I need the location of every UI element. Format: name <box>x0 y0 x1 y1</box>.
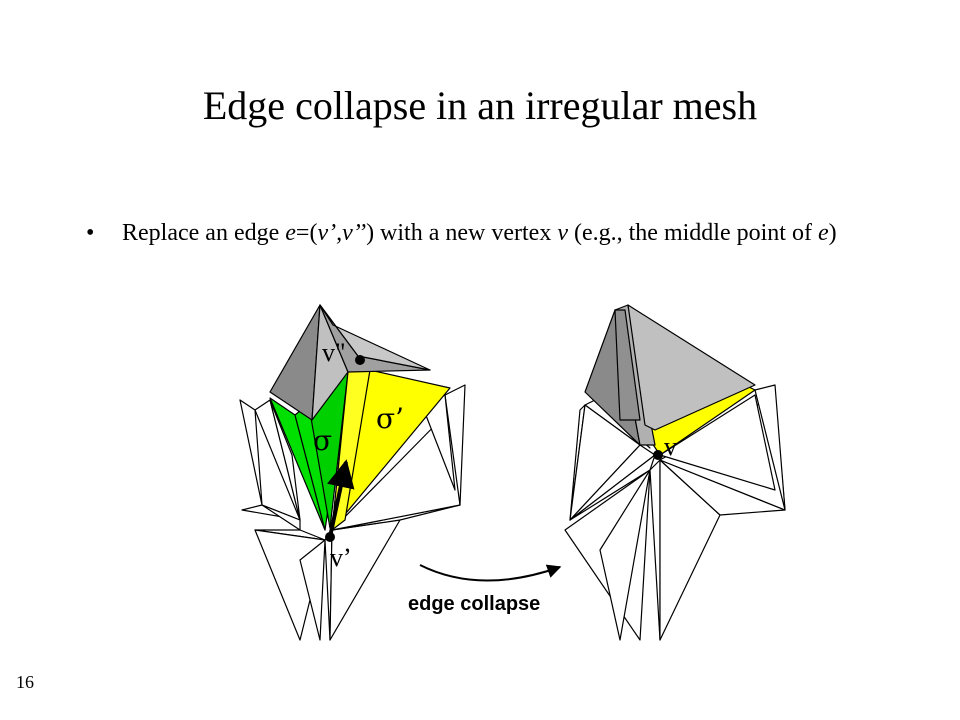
bullet-text-italic: e <box>817 220 829 246</box>
mesh-face <box>599 469 651 641</box>
bullet-text: Replace an edge e=(v’,v’’) with a new ve… <box>122 218 862 249</box>
mesh-face <box>261 504 301 531</box>
mesh-face <box>299 539 326 641</box>
top-face-light <box>627 304 756 431</box>
bullet-dot-icon: • <box>86 220 95 246</box>
mesh-face <box>329 519 401 641</box>
top-face-mid <box>614 309 641 421</box>
bullet-text-part: ) with a new vertex <box>366 220 558 246</box>
mesh-face <box>269 399 301 521</box>
mesh-after <box>564 304 786 641</box>
label-v-prime: v’ <box>330 543 352 572</box>
vertex-v-new <box>653 450 663 460</box>
slide-title: Edge collapse in an irregular mesh <box>202 83 758 128</box>
bullet-text-italic: v’,v’’ <box>317 220 367 246</box>
top-face-light <box>319 304 431 371</box>
label-v-double-prime: v" <box>322 338 346 367</box>
mesh-face <box>659 394 776 491</box>
mesh-face <box>649 459 661 641</box>
label-sigma: σ <box>313 424 332 457</box>
collapse-edge-arrow <box>327 459 355 538</box>
mesh-before <box>239 304 466 641</box>
label-sigma-prime: σ’ <box>376 402 404 435</box>
mesh-face <box>444 384 466 506</box>
bullet-text-part: =( <box>295 220 318 246</box>
edge-collapse-diagram: v" σ σ’ v’ edge collapse v <box>239 304 786 641</box>
mesh-face <box>239 399 263 506</box>
bullet-text-italic: v <box>557 220 568 246</box>
bullet-text-italic: e <box>285 220 296 246</box>
page-number: 16 <box>16 672 34 692</box>
bullet-text-part: (e.g., the middle point of <box>567 220 818 246</box>
bullet-text-part: Replace an edge <box>122 220 286 246</box>
arrow-caption: edge collapse <box>408 593 540 615</box>
mesh-face <box>569 454 656 521</box>
bullet-text-part: ) <box>828 220 837 246</box>
curved-arrow-icon <box>419 564 562 582</box>
mesh-face <box>754 384 786 511</box>
label-v-new: v <box>664 432 677 461</box>
vertex-v-prime <box>325 532 335 542</box>
vertex-v-double-prime <box>355 355 365 365</box>
